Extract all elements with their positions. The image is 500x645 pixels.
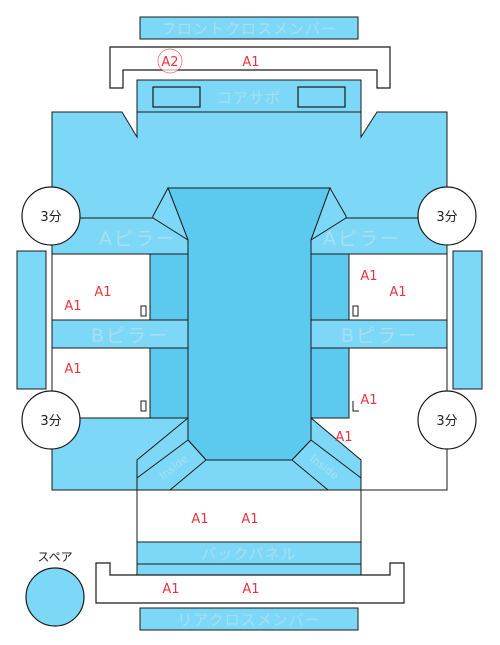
b-pillar-right[interactable] xyxy=(310,319,448,349)
right-upper-cavity[interactable] xyxy=(348,253,448,321)
back-panel[interactable] xyxy=(136,541,362,565)
rear-cross-member-label: リアクロスメンバー xyxy=(177,611,320,629)
left-upper-a1-mark-1: A1 xyxy=(94,285,111,300)
core-support-left-slot xyxy=(152,86,201,108)
front-a1-mark: A1 xyxy=(242,55,259,70)
rear-inside-right[interactable] xyxy=(291,439,362,491)
front-cross-member[interactable] xyxy=(139,16,359,40)
right-lower-a1-mark-2: A1 xyxy=(335,430,352,445)
front-left-wheel-label: 3分 xyxy=(40,210,61,225)
front-cross-member-label: フロントクロスメンバー xyxy=(161,20,337,38)
spare-tire[interactable] xyxy=(25,567,85,627)
rear-right-wheel[interactable] xyxy=(417,390,477,450)
b-pillar-left-label: Bピラー xyxy=(91,325,169,347)
rear-inside-left[interactable] xyxy=(136,439,207,491)
front-a2-mark: A2 xyxy=(161,55,178,70)
left-lower-marker xyxy=(140,400,147,412)
core-support-label: コアサポ xyxy=(217,89,281,107)
rear-bumper-bracket[interactable] xyxy=(95,562,405,604)
right-lower-a1-mark-1: A1 xyxy=(360,393,377,408)
rear-member-a1-mark-2: A1 xyxy=(242,582,259,597)
a-pillar-left[interactable] xyxy=(51,217,189,255)
front-right-wheel[interactable] xyxy=(417,186,477,246)
floor-pan[interactable] xyxy=(167,187,331,461)
right-upper-a1-mark-2: A1 xyxy=(389,285,406,300)
b-pillar-left[interactable] xyxy=(51,319,189,349)
right-upper-a1-mark-1: A1 xyxy=(360,269,377,284)
b-pillar-right-label: Bピラー xyxy=(341,325,419,347)
right-outer-sill[interactable] xyxy=(452,250,483,390)
left-upper-a1-mark-2: A1 xyxy=(64,299,81,314)
back-panel-label: バックパネル xyxy=(201,545,296,563)
rear-left-wheel-label: 3分 xyxy=(40,414,61,429)
core-support-right-slot xyxy=(297,86,346,108)
a-pillar-right-label: Aピラー xyxy=(323,228,401,250)
a-pillar-left-label: Aピラー xyxy=(99,228,177,250)
spare-label: スペア xyxy=(37,550,72,564)
rear-cross-member[interactable] xyxy=(139,607,359,631)
front-right-wheel-label: 3分 xyxy=(436,210,457,225)
rear-a1-mark-2: A1 xyxy=(241,512,258,527)
left-lower-a1-mark: A1 xyxy=(64,362,81,377)
right-upper-marker xyxy=(352,305,359,317)
left-upper-marker xyxy=(140,305,147,317)
left-upper-cavity[interactable] xyxy=(51,253,151,321)
front-left-wheel[interactable] xyxy=(21,186,81,246)
a-pillar-right[interactable] xyxy=(310,217,448,255)
rear-left-wheel[interactable] xyxy=(21,390,81,450)
right-lower-marker xyxy=(352,401,359,412)
rear-member-a1-mark-1: A1 xyxy=(162,582,179,597)
left-outer-sill[interactable] xyxy=(16,250,47,390)
rear-a1-mark-1: A1 xyxy=(191,512,208,527)
rear-right-wheel-label: 3分 xyxy=(436,414,457,429)
front-a2-mark-ring xyxy=(157,48,183,74)
